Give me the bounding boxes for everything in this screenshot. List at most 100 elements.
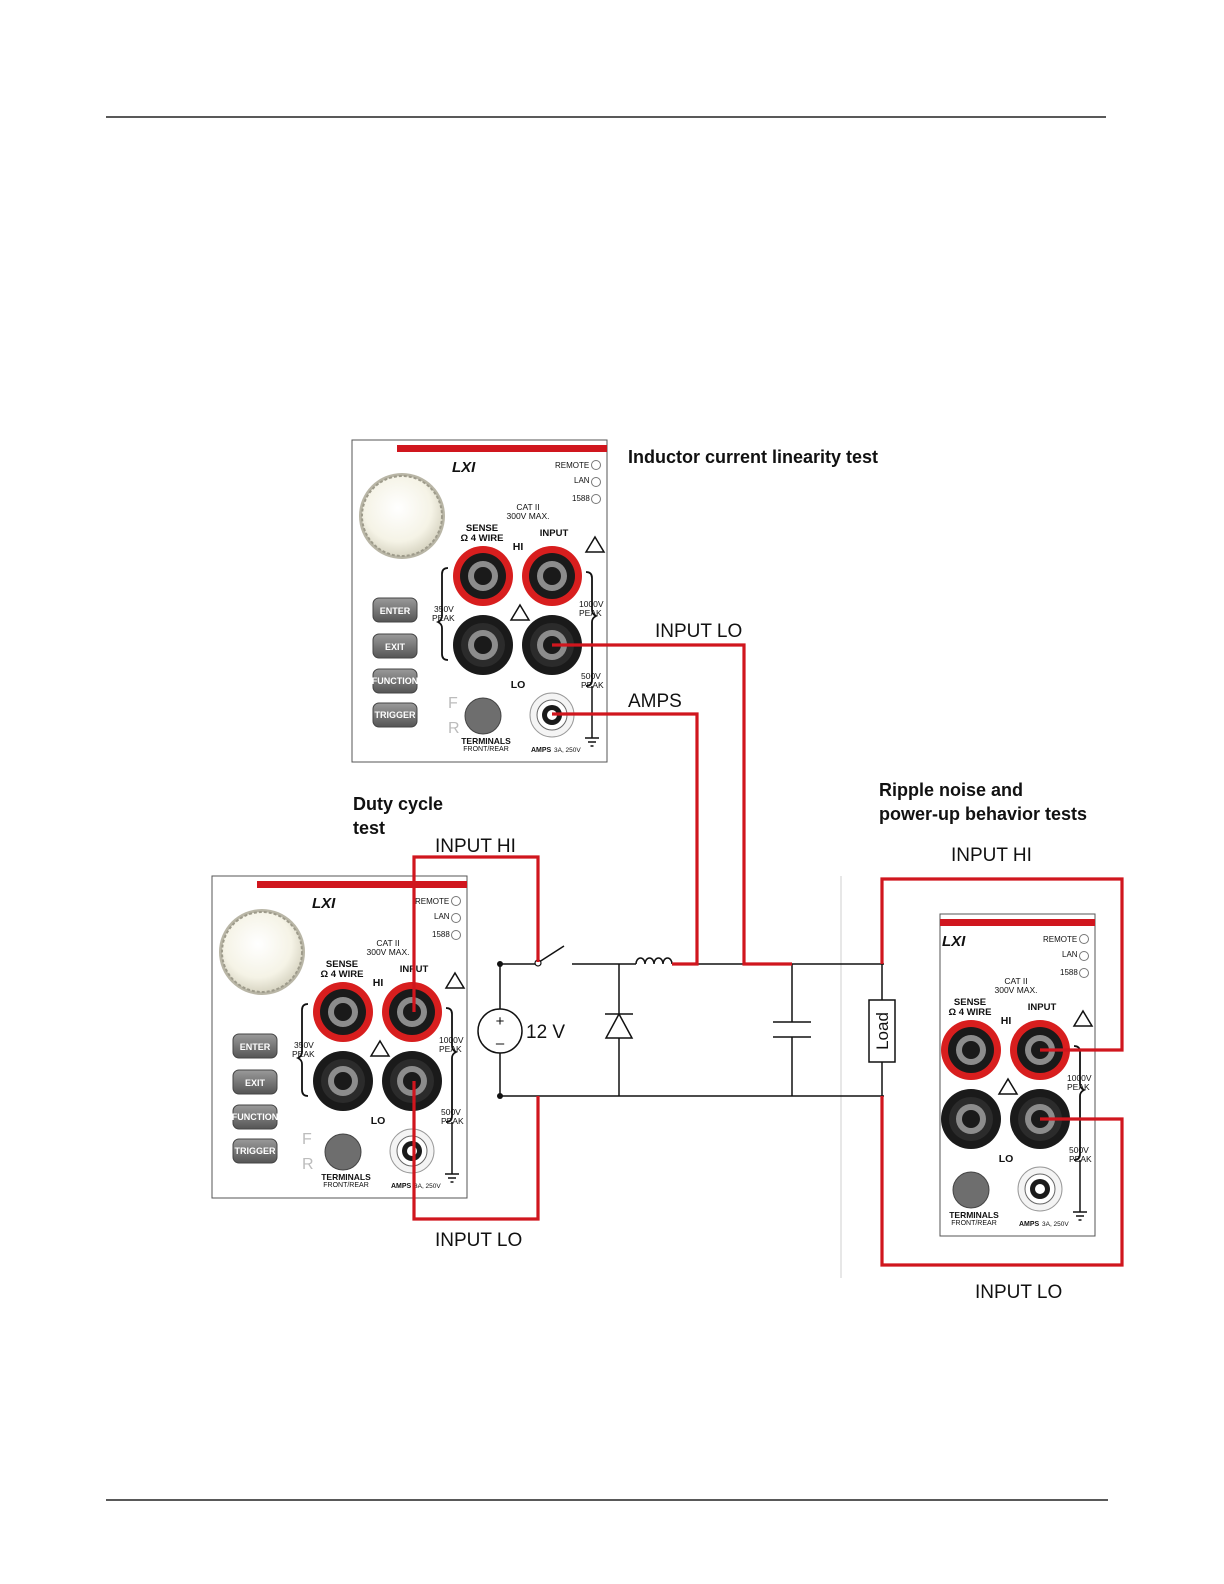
- lxi-logo: LXI: [312, 895, 336, 912]
- lan-label: LAN: [434, 912, 450, 921]
- peak1000-peak-label: PEAK: [439, 1044, 462, 1054]
- terminals-label: TERMINALS: [949, 1210, 999, 1220]
- right-input-lo-label: INPUT LO: [975, 1282, 1062, 1303]
- left-input-lo-label: INPUT LO: [435, 1230, 522, 1251]
- voltage-source: [477, 1008, 523, 1054]
- top-input-lo-label: INPUT LO: [655, 621, 742, 642]
- source-voltage-label: 12 V: [526, 1022, 565, 1043]
- sense-4wire-label: Ω 4 WIRE: [949, 1007, 992, 1018]
- left-input-hi-wire: [412, 855, 540, 1012]
- front-f-label: F: [448, 695, 458, 712]
- terminals-label: TERMINALS: [461, 736, 511, 746]
- right-input-hi-label: INPUT HI: [951, 845, 1032, 866]
- diode-triangle: [604, 1012, 634, 1039]
- front-rear-label: FRONT/REAR: [951, 1220, 997, 1227]
- amps-label: AMPS: [391, 1183, 412, 1190]
- peak500-label: 500V: [441, 1107, 461, 1117]
- load-label: Load: [873, 1012, 892, 1050]
- ptp-label: 1588: [572, 494, 590, 503]
- inductor-coil: [635, 957, 673, 965]
- duty-cycle-title-line1: Duty cycle: [353, 794, 443, 814]
- peak1000-label: 1000V: [579, 599, 604, 609]
- amps-label: AMPS: [1019, 1221, 1040, 1228]
- lo-label: LO: [371, 1115, 386, 1127]
- lan-label: LAN: [574, 476, 590, 485]
- right-input-lo-wire: [880, 1096, 1124, 1267]
- top-amps-wire: [552, 712, 699, 966]
- right-front-panel: LXI REMOTE LAN 1588 CAT II 300V MAX. SEN…: [939, 913, 1096, 1237]
- remote-label: REMOTE: [555, 461, 589, 470]
- terminals-label: TERMINALS: [321, 1172, 371, 1182]
- ptp-label: 1588: [432, 930, 450, 939]
- remote-label: REMOTE: [415, 897, 449, 906]
- input-label: INPUT: [1028, 1002, 1057, 1013]
- sense-4wire-label: Ω 4 WIRE: [461, 533, 504, 544]
- front-f-label: F: [302, 1131, 312, 1148]
- duty-cycle-title-line2: test: [353, 818, 385, 838]
- peak350-peak-label: PEAK: [432, 613, 455, 623]
- circuit: [499, 945, 884, 1097]
- trigger-button: TRIGGER: [374, 710, 416, 720]
- lo-label: LO: [999, 1153, 1014, 1165]
- cat-label: CAT II: [516, 502, 539, 512]
- function-button: FUNCTION: [232, 1112, 279, 1122]
- ptp-label: 1588: [1060, 968, 1078, 977]
- enter-button: ENTER: [240, 1042, 271, 1052]
- sense-label: SENSE: [954, 997, 986, 1008]
- peak350-label: 350V: [434, 604, 454, 614]
- cat-max-label: 300V MAX.: [995, 985, 1038, 995]
- left-front-panel: LXI REMOTE LAN 1588 CAT II 300V MAX. SEN…: [211, 875, 468, 1199]
- junction-dot: [497, 1093, 503, 1099]
- amps-label: AMPS: [531, 747, 552, 754]
- ripple-title-line1: Ripple noise and: [879, 780, 1023, 800]
- cat-max-label: 300V MAX.: [367, 947, 410, 957]
- source-minus: –: [496, 1035, 505, 1052]
- function-button: FUNCTION: [372, 676, 419, 686]
- lxi-logo: LXI: [942, 933, 966, 950]
- top-front-panel: LXI REMOTE LAN 1588 CAT II 300V MAX. SEN…: [351, 439, 608, 763]
- left-input-hi-label: INPUT HI: [435, 836, 516, 857]
- front-rear-label: FRONT/REAR: [323, 1182, 369, 1189]
- remote-label: REMOTE: [1043, 935, 1077, 944]
- peak1000-peak-label: PEAK: [579, 608, 602, 618]
- exit-button: EXIT: [385, 642, 406, 652]
- amps-rating-label: 3A, 250V: [414, 1183, 441, 1190]
- peak500-peak-label: PEAK: [581, 680, 604, 690]
- top-input-lo-wire: [552, 643, 792, 966]
- rear-r-label: R: [302, 1156, 314, 1173]
- cat-label: CAT II: [376, 938, 399, 948]
- peak350-peak-label: PEAK: [292, 1049, 315, 1059]
- peak350-label: 350V: [294, 1040, 314, 1050]
- lan-label: LAN: [1062, 950, 1078, 959]
- left-input-lo-wire: [412, 1081, 540, 1221]
- peak500-label: 500V: [581, 671, 601, 681]
- cat-label: CAT II: [1004, 976, 1027, 986]
- input-label: INPUT: [540, 528, 569, 539]
- sense-4wire-label: Ω 4 WIRE: [321, 969, 364, 980]
- peak500-peak-label: PEAK: [441, 1116, 464, 1126]
- amps-rating-label: 3A, 250V: [1042, 1221, 1069, 1228]
- hi-label: HI: [1001, 1015, 1012, 1027]
- sense-label: SENSE: [466, 523, 498, 534]
- hi-label: HI: [373, 977, 384, 989]
- load-resistor: [868, 999, 896, 1063]
- junction-dot: [497, 961, 503, 967]
- peak500-label: 500V: [1069, 1145, 1089, 1155]
- inductor-test-title: Inductor current linearity test: [628, 447, 878, 467]
- peak1000-label: 1000V: [1067, 1073, 1092, 1083]
- peak1000-peak-label: PEAK: [1067, 1082, 1090, 1092]
- rear-r-label: R: [448, 720, 460, 737]
- trigger-button: TRIGGER: [234, 1146, 276, 1156]
- right-input-hi-wire: [880, 877, 1124, 1052]
- peak1000-label: 1000V: [439, 1035, 464, 1045]
- enter-button: ENTER: [380, 606, 411, 616]
- hi-label: HI: [513, 541, 524, 553]
- exit-button: EXIT: [245, 1078, 266, 1088]
- source-plus: +: [496, 1013, 505, 1030]
- front-rear-label: FRONT/REAR: [463, 746, 509, 753]
- ripple-title-line2: power-up behavior tests: [879, 804, 1087, 824]
- sense-label: SENSE: [326, 959, 358, 970]
- peak500-peak-label: PEAK: [1069, 1154, 1092, 1164]
- lo-label: LO: [511, 679, 526, 691]
